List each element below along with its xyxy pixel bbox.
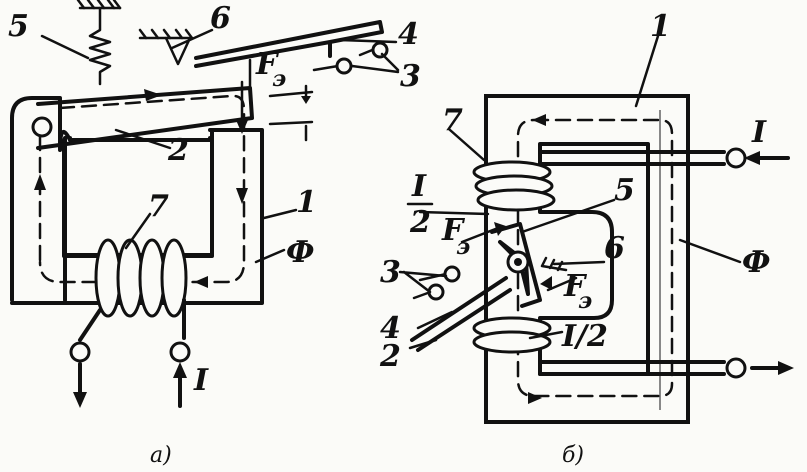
label-a-6: 6: [210, 1, 231, 36]
terminal-a-right: [169, 341, 191, 363]
label-b-half-num: I: [411, 169, 427, 204]
label-b-3: 3: [380, 255, 401, 290]
label-b-force-1-sub: э: [456, 234, 470, 260]
fixed-contacts-a: [312, 41, 389, 75]
coil-a: [78, 238, 188, 342]
gap-mark-a: [268, 84, 314, 142]
label-b-2: 2: [379, 339, 401, 374]
label-a-5: 5: [8, 9, 29, 44]
gap-arrow-a: [301, 96, 311, 104]
label-b-force-2-sub: э: [578, 288, 592, 314]
force-arrowhead-a: [236, 120, 248, 134]
contact-bar-a: [194, 20, 384, 68]
label-a-3: 3: [400, 59, 421, 94]
caption-b: б): [562, 443, 584, 468]
flux-arrow-a-2: [236, 188, 248, 204]
flux-arrow-a-1: [144, 89, 162, 101]
label-a-current: I: [193, 363, 209, 398]
terminal-a-left: [69, 341, 91, 363]
force-head-b-1: [494, 222, 506, 236]
coil-b-bottom: [472, 316, 726, 376]
current-out-head-a: [73, 392, 87, 408]
core-a-inner: [62, 138, 214, 258]
label-b-force-1: F: [441, 213, 466, 248]
force-head-b-2: [540, 276, 552, 290]
label-b-half-den: 2: [409, 205, 431, 240]
diagram-b: 1 7 I I 2 5 F э Ф 6 F э 3 4 2 I/2 б): [379, 9, 794, 468]
leaders-a: [40, 28, 400, 264]
label-a-flux: Ф: [286, 235, 314, 270]
label-b-1: 1: [650, 9, 671, 44]
label-b-7: 7: [442, 103, 463, 138]
fixed-contacts-b: [412, 265, 461, 301]
label-b-current: I: [751, 115, 767, 150]
flux-arrow-b-2: [528, 392, 542, 404]
spring-a: [76, 0, 122, 86]
caption-a: а): [150, 443, 172, 468]
coil-b-top: [472, 150, 726, 212]
label-b-force-2: F: [563, 269, 588, 304]
core-b-outer: [484, 94, 690, 424]
label-b-flux: Ф: [742, 245, 770, 280]
flux-path-b: [516, 118, 674, 398]
label-a-force-sub: э: [272, 66, 286, 92]
label-a-1: 1: [296, 185, 317, 220]
flux-arrow-a-4: [194, 276, 208, 288]
current-in-head-b: [744, 151, 760, 165]
terminal-b-top: [725, 147, 747, 169]
pivot-a: [31, 116, 53, 138]
flux-arrow-a-3: [34, 174, 46, 190]
flux-path-a: [38, 94, 246, 284]
force-arrow-b-2: [546, 276, 578, 292]
label-b-6: 6: [604, 231, 625, 266]
terminal-b-bottom: [725, 357, 747, 379]
stop-a: [138, 28, 194, 66]
stop-b: [540, 256, 568, 272]
leaders-b: [398, 34, 742, 350]
core-b-inner: [538, 142, 650, 376]
armature-a: [36, 86, 254, 150]
flux-arrow-b-1: [532, 114, 546, 126]
label-b-4: 4: [380, 311, 401, 346]
label-b-5: 5: [614, 173, 635, 208]
current-out-head-b: [778, 361, 794, 375]
current-in-head-a: [173, 362, 187, 378]
label-b-half-inline: I/2: [561, 319, 608, 354]
diagram-a: 5 6 4 3 2 1 7 F э Ф I а): [8, 0, 421, 468]
label-a-force: F: [255, 47, 280, 82]
label-a-4: 4: [398, 17, 419, 52]
label-a-7: 7: [148, 189, 169, 224]
label-a-2: 2: [167, 133, 189, 168]
force-arrow-b-1: [460, 226, 500, 244]
